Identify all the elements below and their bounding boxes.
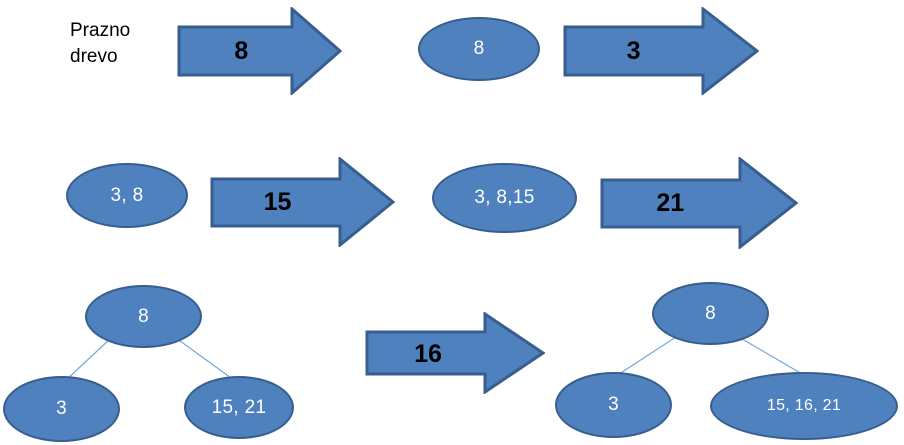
arrow-label-16: 16 xyxy=(414,340,442,368)
tree-left-child-15-21: 15, 21 xyxy=(184,376,294,439)
tree-right-root-label: 8 xyxy=(705,302,716,324)
start-label-prazno-drevo: Prazno drevo xyxy=(70,20,131,67)
arrow-shape xyxy=(210,157,395,247)
tree-left-root-8: 8 xyxy=(85,285,202,348)
arrow-shape xyxy=(563,7,759,95)
tree-right-child-15-16-21: 15, 16, 21 xyxy=(710,372,898,440)
tree-left-child-3-label: 3 xyxy=(56,398,67,419)
arrow-shape xyxy=(365,312,545,394)
arrow-shape xyxy=(177,7,342,95)
arrow-insert-3: 3 xyxy=(563,7,759,95)
arrow-insert-15: 15 xyxy=(210,157,395,247)
arrow-insert-21: 21 xyxy=(600,157,798,249)
tree-left-child-3: 3 xyxy=(3,376,120,442)
node-3-8: 3, 8 xyxy=(66,163,188,228)
node-3-8-15-label: 3, 8,15 xyxy=(474,187,535,208)
node-3-8-15: 3, 8,15 xyxy=(432,163,577,233)
node-8: 8 xyxy=(418,17,540,81)
connector-left-tree-left-edge xyxy=(63,337,112,383)
node-8-label: 8 xyxy=(473,38,485,59)
tree-right-child-3-label: 3 xyxy=(608,394,619,415)
tree-right-root-8: 8 xyxy=(652,282,769,345)
arrow-insert-8: 8 xyxy=(177,7,342,95)
tree-left-child-15-21-label: 15, 21 xyxy=(211,396,267,418)
node-3-8-label: 3, 8 xyxy=(110,184,144,206)
tree-left-root-label: 8 xyxy=(138,305,149,327)
arrow-label-15: 15 xyxy=(263,188,292,216)
arrow-label-21: 21 xyxy=(656,189,685,217)
arrow-insert-16: 16 xyxy=(365,312,545,394)
arrow-label-8: 8 xyxy=(234,37,249,65)
tree-right-child-15-16-21-label: 15, 16, 21 xyxy=(766,397,842,414)
tree-right-child-3: 3 xyxy=(555,372,672,438)
arrow-label-3: 3 xyxy=(626,37,641,65)
arrow-shape xyxy=(600,157,798,249)
